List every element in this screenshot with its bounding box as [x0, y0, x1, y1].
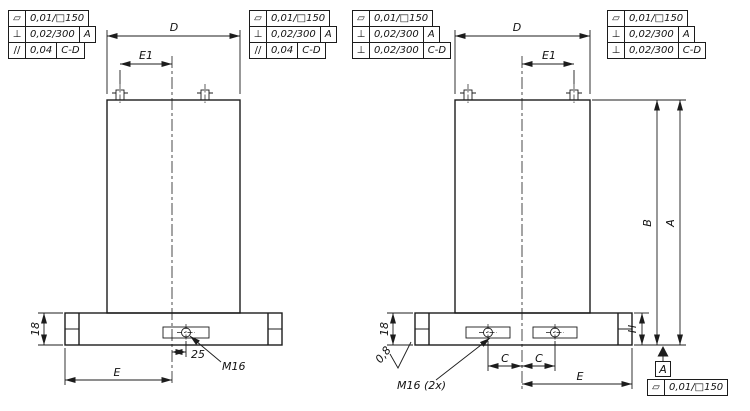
thread-label-m16-2x: M16 (2x)	[397, 379, 446, 392]
right-dim-18: 18	[378, 312, 413, 346]
fcf-row-flatness: ▱ 0,01/□150	[352, 10, 434, 27]
left-dim-E: E	[64, 348, 172, 385]
thread-label-m16: M16	[222, 360, 246, 373]
perpendicularity-icon: ⊥	[611, 29, 621, 40]
left-clamp-screws	[112, 84, 213, 104]
fcf-bottom-right: ▱ 0,01/□150	[647, 379, 729, 396]
fcf-row-perpendicularity: ⊥ 0,02/300 C-D	[352, 42, 452, 59]
tolerance-value: 0,02/300	[266, 27, 320, 42]
fcf-right-top-left: ▱ 0,01/□150 ⊥ 0,02/300 A ⊥ 0,02/300 C-D	[352, 10, 452, 59]
fcf-row-flatness: ▱ 0,01/□150	[647, 379, 729, 396]
tolerance-value: 0,04	[266, 43, 297, 58]
parallelism-icon: //	[13, 45, 21, 56]
parallelism-icon: //	[254, 45, 262, 56]
datum-flag-a: A	[655, 361, 671, 377]
datum-reference: A	[319, 27, 336, 42]
dim-label-18-right: 18	[378, 322, 391, 336]
left-view: D E1 18 25 E	[29, 21, 283, 386]
dim-label-e1-left: E1	[139, 49, 153, 62]
datum-triangle	[657, 346, 669, 361]
tolerance-value: 0,01/□150	[624, 11, 687, 26]
fcf-left-top-right: ▱ 0,01/□150 ⊥ 0,02/300 A // 0,04 C-D	[249, 10, 337, 59]
fcf-row-perpendicularity: ⊥ 0,02/300 A	[249, 26, 337, 43]
right-view: D E1 B A H 18	[373, 21, 686, 392]
dim-label-h: H	[626, 325, 639, 333]
tolerance-value: 0,04	[25, 43, 56, 58]
flatness-icon: ▱	[13, 13, 21, 24]
right-column-outline	[454, 99, 591, 314]
roughness-value: 0,8	[373, 344, 394, 366]
right-dim-D: D	[454, 21, 591, 94]
fcf-row-flatness: ▱ 0,01/□150	[249, 10, 331, 27]
dim-label-d-right: D	[513, 21, 521, 34]
dim-label-18-left: 18	[29, 322, 42, 336]
fcf-row-parallelism: // 0,04 C-D	[8, 42, 85, 59]
tolerance-value: 0,02/300	[624, 43, 678, 58]
right-clamp-screws	[460, 84, 582, 104]
tolerance-value: 0,02/300	[25, 27, 79, 42]
right-base-outline	[414, 312, 633, 346]
right-dim-E1: E1	[522, 49, 575, 84]
left-dim-D: D	[106, 21, 241, 94]
left-dim-18: 18	[29, 312, 63, 346]
right-dim-B-A: B A	[592, 99, 686, 346]
left-m16-callout: M16	[189, 335, 246, 373]
fcf-row-perpendicularity: ⊥ 0,02/300 A	[607, 26, 695, 43]
tolerance-value: 0,02/300	[624, 27, 678, 42]
datum-letter: A	[659, 362, 667, 376]
fcf-left-top-left: ▱ 0,01/□150 ⊥ 0,02/300 A // 0,04 C-D	[8, 10, 96, 59]
fcf-row-perpendicularity: ⊥ 0,02/300 A	[352, 26, 440, 43]
left-base-outline	[64, 312, 283, 346]
tolerance-value: 0,01/□150	[664, 380, 727, 395]
surface-finish-symbol: 0,8	[373, 341, 412, 369]
dim-label-a: A	[664, 219, 677, 228]
fcf-row-flatness: ▱ 0,01/□150	[607, 10, 689, 27]
fcf-row-parallelism: // 0,04 C-D	[249, 42, 326, 59]
tolerance-value: 0,01/□150	[266, 11, 329, 26]
right-m16-callout: M16 (2x)	[397, 337, 491, 392]
perpendicularity-icon: ⊥	[253, 29, 263, 40]
datum-reference: A	[677, 27, 694, 42]
dim-label-e-left: E	[114, 366, 121, 379]
datum-reference: C-D	[422, 43, 450, 58]
flatness-icon: ▱	[612, 13, 620, 24]
perpendicularity-icon: ⊥	[356, 45, 366, 56]
dim-label-e-right: E	[577, 370, 584, 383]
datum-reference: C-D	[56, 43, 83, 58]
tolerance-value: 0,01/□150	[369, 11, 432, 26]
left-dim-25: 25	[172, 341, 205, 361]
datum-reference: C-D	[297, 43, 324, 58]
datum-reference: A	[78, 27, 95, 42]
left-slot-and-hole	[162, 324, 210, 341]
dim-label-c2: C	[535, 352, 543, 365]
left-dim-E1: E1	[119, 49, 172, 84]
left-column-outline	[106, 99, 241, 314]
flatness-icon: ▱	[357, 13, 365, 24]
dim-label-d-left: D	[170, 21, 178, 34]
tolerance-value: 0,02/300	[369, 27, 423, 42]
fcf-row-perpendicularity: ⊥ 0,02/300 A	[8, 26, 96, 43]
right-slots-and-holes	[465, 324, 578, 341]
datum-reference: A	[422, 27, 439, 42]
tolerance-value: 0,02/300	[369, 43, 423, 58]
dim-label-e1-right: E1	[542, 49, 556, 62]
fcf-row-perpendicularity: ⊥ 0,02/300 C-D	[607, 42, 707, 59]
fcf-row-flatness: ▱ 0,01/□150	[8, 10, 90, 27]
tolerance-value: 0,01/□150	[25, 11, 88, 26]
perpendicularity-icon: ⊥	[611, 45, 621, 56]
dim-label-c1: C	[501, 352, 509, 365]
perpendicularity-icon: ⊥	[356, 29, 366, 40]
dim-label-25: 25	[191, 348, 205, 361]
right-dim-H: H	[626, 312, 649, 345]
datum-reference: C-D	[677, 43, 705, 58]
flatness-icon: ▱	[254, 13, 262, 24]
right-dim-E: E	[522, 348, 633, 389]
fcf-right-top-right: ▱ 0,01/□150 ⊥ 0,02/300 A ⊥ 0,02/300 C-D	[607, 10, 707, 59]
dim-label-b: B	[641, 219, 654, 227]
flatness-icon: ▱	[652, 382, 660, 393]
perpendicularity-icon: ⊥	[12, 29, 22, 40]
